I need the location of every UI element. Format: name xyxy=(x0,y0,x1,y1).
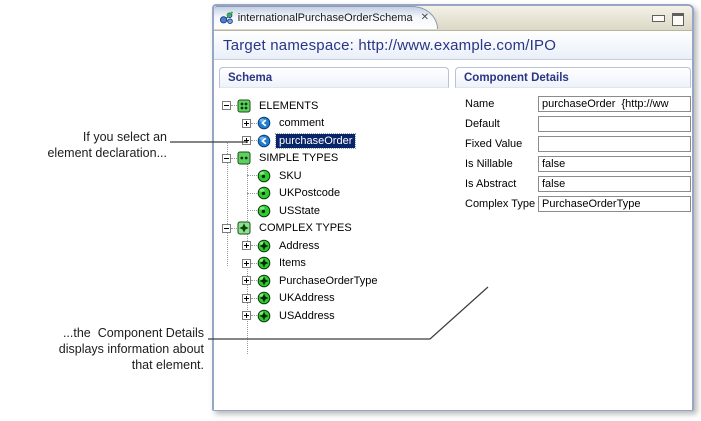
expand-toggle-icon[interactable] xyxy=(242,311,251,321)
tree-item-label: SKU xyxy=(279,169,302,182)
elements-group-icon xyxy=(237,99,251,113)
tree-item-label: SIMPLE TYPES xyxy=(259,152,339,165)
complex-type-icon xyxy=(257,309,271,323)
simple-type-icon xyxy=(257,186,271,200)
tree-item-sku[interactable]: SKU xyxy=(214,167,446,185)
expand-toggle-icon[interactable] xyxy=(242,241,251,251)
tree-connector xyxy=(227,143,228,266)
target-namespace-text: Target namespace: http://www.example.com… xyxy=(223,36,557,54)
tree-item-label: comment xyxy=(279,117,325,130)
tree-item-label: USAddress xyxy=(279,309,335,322)
tree-item-purchase-order[interactable]: purchaseOrder xyxy=(214,132,446,150)
field-label-is-abstract: Is Abstract xyxy=(465,178,517,190)
is-nillable-field[interactable] xyxy=(538,156,691,172)
element-icon xyxy=(257,134,271,148)
complex-type-icon xyxy=(257,291,271,305)
schema-panel-header: Schema xyxy=(219,67,449,88)
collapse-toggle-icon[interactable] xyxy=(222,101,231,111)
tree-item-label: ELEMENTS xyxy=(259,99,319,112)
tree-item-label: Address xyxy=(279,239,320,252)
simple-type-icon xyxy=(257,169,271,183)
field-label-name: Name xyxy=(465,98,495,110)
default-field[interactable] xyxy=(538,116,691,132)
complex-type-field[interactable] xyxy=(538,196,691,212)
tree-connector xyxy=(247,152,248,205)
callout-line: ...the Component Details xyxy=(62,326,204,340)
tab-close-icon[interactable]: ✕ xyxy=(420,12,429,23)
expand-toggle-icon[interactable] xyxy=(242,258,251,268)
callout-line: displays information about xyxy=(58,342,204,356)
callout-line: If you select an xyxy=(82,130,167,144)
callout-select-element: If you select an element declaration... xyxy=(47,129,167,161)
callout-line: that element. xyxy=(131,358,204,372)
maximize-icon[interactable] xyxy=(672,13,684,26)
tree-item-items[interactable]: Items xyxy=(214,255,446,273)
tree-item-label: PurchaseOrderType xyxy=(279,274,378,287)
expand-toggle-icon[interactable] xyxy=(242,118,251,128)
callout-component-details: ...the Component Details displays inform… xyxy=(59,325,204,373)
namespace-header: Target namespace: http://www.example.com… xyxy=(214,31,692,60)
collapse-toggle-icon[interactable] xyxy=(222,153,231,163)
component-details-form: Name Default Fixed Value Is Nillable Is … xyxy=(465,96,691,216)
simple-types-group-icon xyxy=(237,151,251,165)
tree-item-label: UKPostcode xyxy=(279,187,341,200)
complex-types-group-icon xyxy=(237,221,251,235)
schema-tree: ELEMENTS comment purchaseOrder xyxy=(214,97,446,354)
fixed-value-field[interactable] xyxy=(538,136,691,152)
complex-type-icon xyxy=(257,274,271,288)
is-abstract-field[interactable] xyxy=(538,176,691,192)
tree-item-complex-types[interactable]: COMPLEX TYPES xyxy=(214,220,446,238)
expand-toggle-icon[interactable] xyxy=(242,276,251,286)
schema-file-icon xyxy=(220,11,234,24)
editor-tab-bar: internationalPurchaseOrderSchema ✕ xyxy=(214,6,692,31)
tab-international-purchase-order-schema[interactable]: internationalPurchaseOrderSchema ✕ xyxy=(214,6,438,29)
tree-item-label-selected: purchaseOrder xyxy=(274,132,357,149)
tree-item-label: COMPLEX TYPES xyxy=(259,222,352,235)
name-field[interactable] xyxy=(538,96,691,112)
tree-item-uk-address[interactable]: UKAddress xyxy=(214,290,446,308)
tree-item-us-state[interactable]: USState xyxy=(214,202,446,220)
component-details-header: Component Details xyxy=(455,67,691,88)
minimize-icon[interactable] xyxy=(652,15,665,22)
complex-type-icon xyxy=(257,256,271,270)
field-label-is-nillable: Is Nillable xyxy=(465,158,513,170)
tree-item-simple-types[interactable]: SIMPLE TYPES xyxy=(214,150,446,168)
expand-toggle-icon[interactable] xyxy=(242,136,251,146)
tab-title: internationalPurchaseOrderSchema xyxy=(237,12,413,24)
tree-item-uk-postcode[interactable]: UKPostcode xyxy=(214,185,446,203)
field-label-complex-type: Complex Type xyxy=(465,198,536,210)
expand-toggle-icon[interactable] xyxy=(242,293,251,303)
field-label-default: Default xyxy=(465,118,500,130)
callout-line: element declaration... xyxy=(47,146,167,160)
component-details-title: Component Details xyxy=(464,71,569,84)
element-icon xyxy=(257,116,271,130)
editor-content: Schema Component Details ELEMENTS xyxy=(214,60,692,410)
collapse-toggle-icon[interactable] xyxy=(222,223,231,233)
tree-item-elements[interactable]: ELEMENTS xyxy=(214,97,446,115)
tree-item-purchase-order-type[interactable]: PurchaseOrderType xyxy=(214,272,446,290)
field-label-fixed-value: Fixed Value xyxy=(465,138,523,150)
complex-type-icon xyxy=(257,239,271,253)
tree-item-comment[interactable]: comment xyxy=(214,115,446,133)
simple-type-icon xyxy=(257,204,271,218)
tree-item-label: USState xyxy=(279,204,320,217)
tree-item-label: UKAddress xyxy=(279,292,335,305)
schema-editor-window: internationalPurchaseOrderSchema ✕ Targe… xyxy=(212,4,694,411)
schema-panel-title: Schema xyxy=(228,71,273,84)
tree-item-us-address[interactable]: USAddress xyxy=(214,307,446,325)
tree-item-label: Items xyxy=(279,257,306,270)
tree-item-address[interactable]: Address xyxy=(214,237,446,255)
